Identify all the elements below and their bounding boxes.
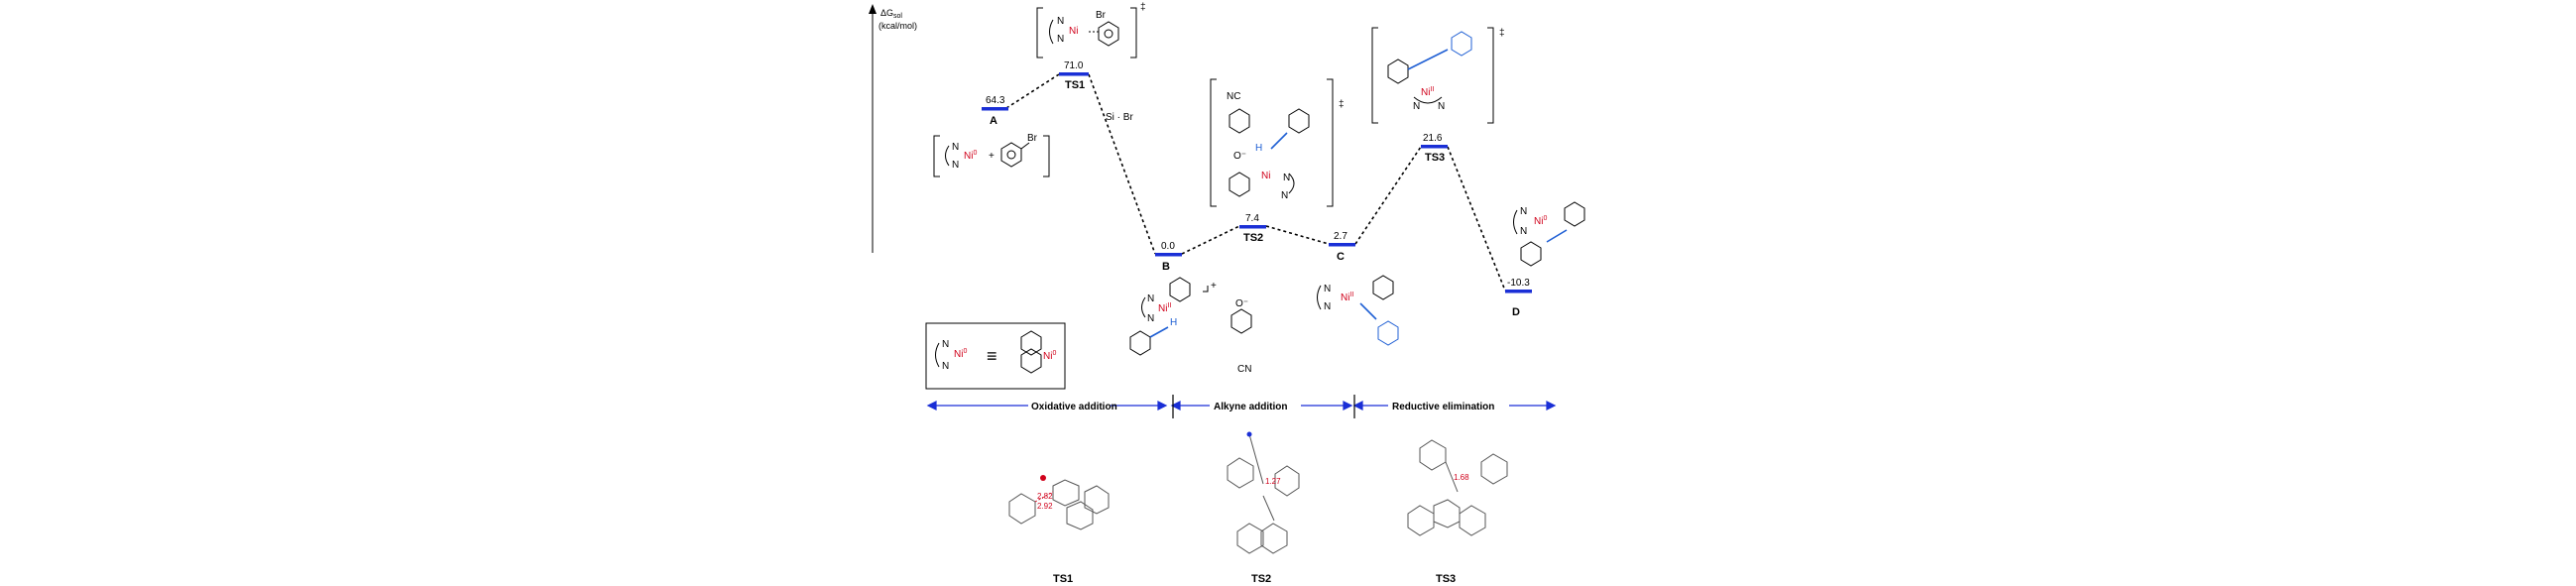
value-A: 64.3: [986, 95, 1005, 106]
ts1-n1: N: [1057, 16, 1064, 27]
equivalence-sign: ≡: [987, 346, 997, 366]
ts2-3d-structure: [1227, 431, 1300, 554]
value-TS3: 21.6: [1423, 133, 1443, 144]
si-br-label: Si · Br: [1106, 112, 1133, 123]
C-n1: N: [1324, 284, 1331, 294]
ts1-structure: [1036, 7, 1137, 59]
A-ni: Ni0: [964, 150, 977, 162]
phase-arrows: [926, 395, 1557, 418]
structure-label-TS2: TS2: [1251, 573, 1271, 585]
D-n1: N: [1520, 206, 1527, 217]
ts3-distance: 1.68: [1454, 473, 1469, 482]
ts1-distance-a: 2.82: [1037, 492, 1053, 501]
legend-ni: Ni0: [954, 348, 967, 360]
legend-n1: N: [942, 339, 949, 350]
structure-label-TS1: TS1: [1053, 573, 1073, 585]
phase-reductive-elimination: Reductive elimination: [1392, 402, 1494, 412]
state-label-A: A: [990, 115, 997, 127]
value-TS1: 71.0: [1064, 60, 1084, 71]
ts3-n1: N: [1413, 101, 1420, 112]
ts2-ni: Ni: [1261, 171, 1270, 181]
intermediate-C-structure: [1317, 275, 1399, 346]
A-n2: N: [952, 160, 959, 171]
y-axis: [869, 4, 877, 253]
phase-alkyne-addition: Alkyne addition: [1214, 402, 1287, 412]
ts1-dagger: ‡: [1140, 2, 1146, 13]
C-n2: N: [1324, 301, 1331, 312]
B-ni: NiII: [1158, 302, 1171, 314]
state-label-TS2: TS2: [1243, 232, 1263, 244]
ts3-dagger: ‡: [1499, 28, 1505, 39]
D-n2: N: [1520, 226, 1527, 237]
legend-n2: N: [942, 361, 949, 372]
level-C: [1329, 243, 1355, 247]
reaction-path: [1005, 73, 1506, 292]
B-cn: CN: [1237, 364, 1251, 375]
ts3-structure: [1371, 27, 1494, 124]
level-TS3: [1421, 145, 1448, 149]
ts1-ni: Ni: [1069, 26, 1078, 37]
state-label-B: B: [1162, 261, 1170, 273]
axis-ylabel: ΔGsol: [880, 8, 902, 20]
level-D: [1505, 290, 1532, 293]
B-h: H: [1170, 317, 1177, 328]
value-B: 0.0: [1161, 241, 1175, 252]
state-label-C: C: [1337, 251, 1345, 263]
state-label-TS3: TS3: [1425, 152, 1445, 164]
A-plus: +: [989, 151, 995, 162]
value-D: -10.3: [1507, 278, 1530, 289]
B-n2: N: [1147, 313, 1154, 324]
ts2-nc: NC: [1227, 91, 1240, 102]
ts2-structure: [1210, 78, 1334, 207]
product-D-structure: [1513, 201, 1585, 267]
ts1-distance-b: 2.92: [1037, 502, 1053, 511]
reactant-A-structure: [933, 135, 1050, 177]
level-A: [982, 107, 1008, 111]
A-br: Br: [1027, 133, 1038, 144]
axis-unit: (kcal/mol): [878, 21, 917, 31]
intermediate-B-structure: [1129, 277, 1252, 356]
ts2-n1: N: [1283, 173, 1290, 183]
A-n1: N: [952, 142, 959, 153]
C-ni: NiII: [1341, 292, 1353, 303]
ts1-br: Br: [1096, 10, 1107, 21]
state-label-D: D: [1512, 306, 1520, 318]
level-TS1: [1059, 72, 1089, 76]
ts3-ni: NiII: [1421, 86, 1434, 98]
ts2-o: O⁻: [1233, 151, 1246, 162]
phase-oxidative-addition: Oxidative addition: [1031, 402, 1117, 412]
ts2-n2: N: [1281, 190, 1288, 201]
level-B: [1155, 253, 1182, 257]
ts2-h: H: [1255, 143, 1262, 154]
D-ni: Ni0: [1534, 215, 1547, 227]
B-o: O⁻: [1235, 298, 1248, 309]
B-n1: N: [1147, 293, 1154, 304]
ts3-n2: N: [1438, 101, 1445, 112]
ts2-dagger: ‡: [1339, 99, 1345, 110]
value-TS2: 7.4: [1245, 213, 1259, 224]
energy-levels: [982, 72, 1532, 293]
level-TS2: [1239, 225, 1266, 229]
structure-label-TS3: TS3: [1436, 573, 1456, 585]
legend-ni-phen: Ni0: [1043, 350, 1056, 362]
state-label-TS1: TS1: [1065, 79, 1085, 91]
ts1-3d-structure: [1008, 475, 1110, 530]
ts2-distance: 1.27: [1265, 477, 1281, 486]
ts1-n2: N: [1057, 34, 1064, 45]
value-C: 2.7: [1334, 231, 1347, 242]
B-plus: +: [1211, 281, 1217, 292]
ligand-legend-box: [925, 322, 1066, 390]
ts3-3d-structure: [1407, 439, 1508, 536]
